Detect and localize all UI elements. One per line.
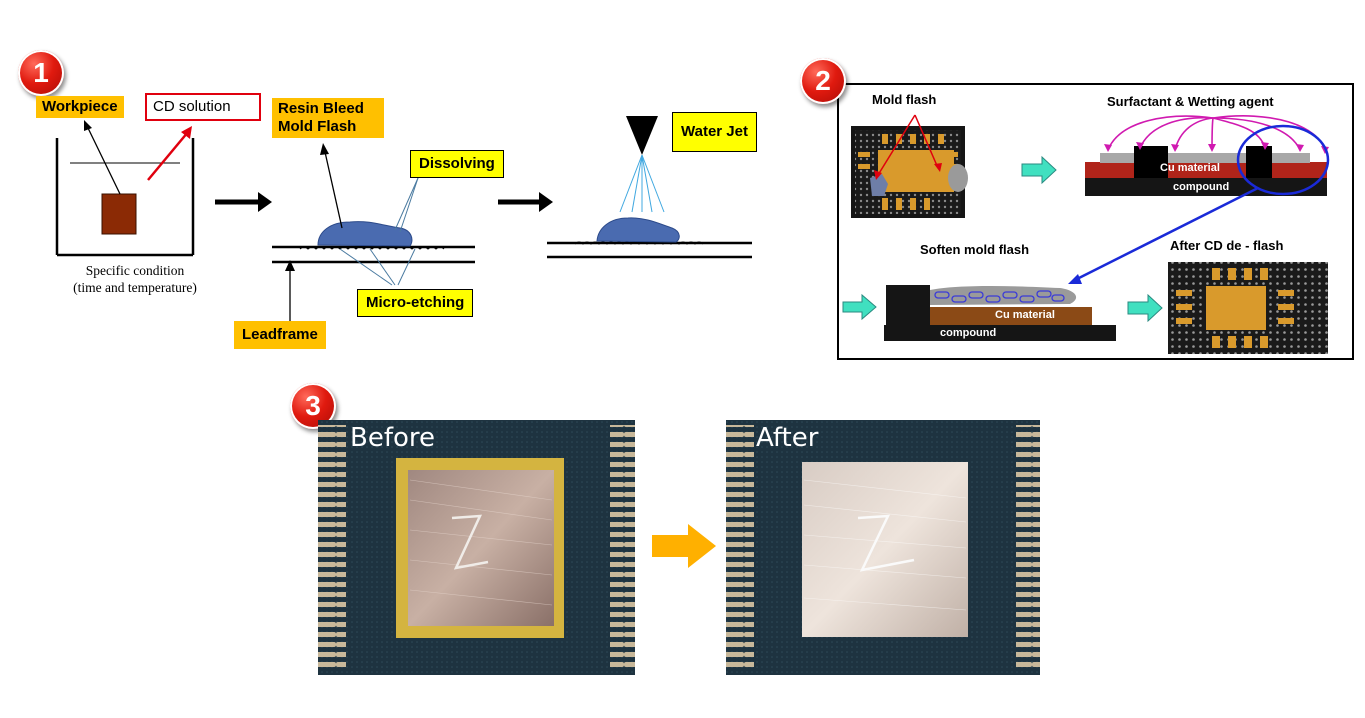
cross-section-top bbox=[1068, 115, 1330, 284]
cyan-arrow-2 bbox=[842, 293, 877, 321]
dissolving-label: Dissolving bbox=[410, 150, 504, 178]
before-photo bbox=[318, 420, 635, 675]
badge-1: 1 bbox=[18, 50, 64, 96]
micro-etching-label: Micro-etching bbox=[357, 289, 474, 317]
mold-flash-label: Mold flash bbox=[872, 92, 937, 107]
before-label: Before bbox=[350, 423, 436, 453]
compound-top-label: compound bbox=[1173, 181, 1230, 193]
cyan-arrow-3 bbox=[1127, 293, 1163, 323]
after-photo bbox=[726, 420, 1040, 675]
after-label: After bbox=[756, 423, 819, 453]
condition-line-1: Specific condition bbox=[85, 263, 185, 278]
badge-2: 2 bbox=[800, 58, 846, 104]
after-cd-label: After CD de - flash bbox=[1170, 238, 1284, 253]
water-jet-nozzle bbox=[626, 116, 658, 155]
resin-bleed-label: Resin Bleed Mold Flash bbox=[272, 98, 384, 138]
cross-section-bottom bbox=[884, 285, 1116, 341]
resin-bleed-line-2: Mold Flash bbox=[278, 118, 357, 135]
soften-label: Soften mold flash bbox=[920, 242, 1030, 257]
beaker bbox=[55, 138, 195, 257]
cyan-arrow-1 bbox=[1021, 155, 1057, 185]
cu-material-bottom-label: Cu material bbox=[995, 309, 1055, 321]
condition-line-2: (time and temperature) bbox=[73, 280, 197, 295]
surfactant-label: Surfactant & Wetting agent bbox=[1107, 94, 1274, 109]
workpiece-label: Workpiece bbox=[36, 96, 124, 118]
cd-solution-label: CD solution bbox=[145, 93, 261, 121]
chip-after bbox=[1168, 262, 1328, 354]
cu-material-top-label: Cu material bbox=[1160, 162, 1220, 174]
leadframe-label: Leadframe bbox=[234, 321, 326, 349]
resin-bleed-line-1: Resin Bleed bbox=[278, 100, 364, 117]
water-jet-label: Water Jet bbox=[672, 112, 757, 152]
orange-arrow bbox=[652, 524, 716, 568]
chip-before bbox=[851, 114, 968, 218]
condition-text: Specific condition (time and temperature… bbox=[50, 262, 220, 296]
workpiece-block bbox=[101, 193, 137, 235]
residual-blob bbox=[596, 217, 680, 243]
micro-etching-dots bbox=[299, 246, 445, 250]
compound-bottom-label: compound bbox=[940, 327, 997, 339]
